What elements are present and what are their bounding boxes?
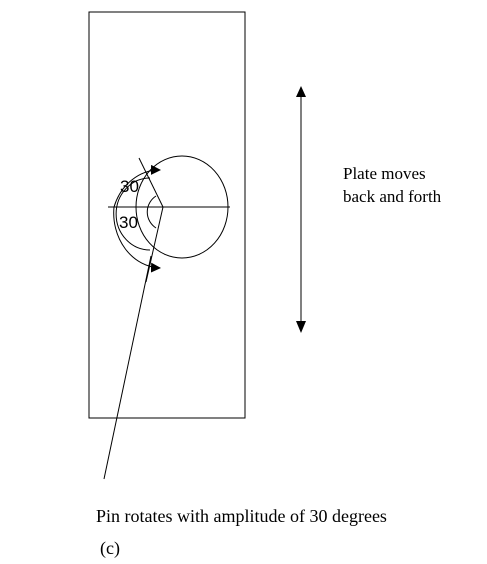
plate-motion-arrowhead-down xyxy=(296,321,306,333)
pin-rotation-label: Pin rotates with amplitude of 30 degrees xyxy=(96,506,387,526)
upper-angle-label: 30 xyxy=(120,177,139,196)
rotation-arc-inner xyxy=(115,177,151,251)
lower-angle-label: 30 xyxy=(119,213,138,232)
plate-motion-label-line1: Plate moves xyxy=(343,164,426,183)
pin-leader-line xyxy=(103,255,152,480)
rotation-arc-lower xyxy=(113,206,161,273)
plate-motion-arrowhead-up xyxy=(296,86,306,97)
rotation-arc-upper xyxy=(113,164,161,208)
panel-label: (c) xyxy=(100,538,120,558)
plate-motion-label-line2: back and forth xyxy=(343,187,442,206)
plate xyxy=(88,11,246,419)
center-angle-arc xyxy=(146,195,157,229)
lower-radial-line xyxy=(145,206,164,283)
upper-radial-line xyxy=(138,157,164,208)
